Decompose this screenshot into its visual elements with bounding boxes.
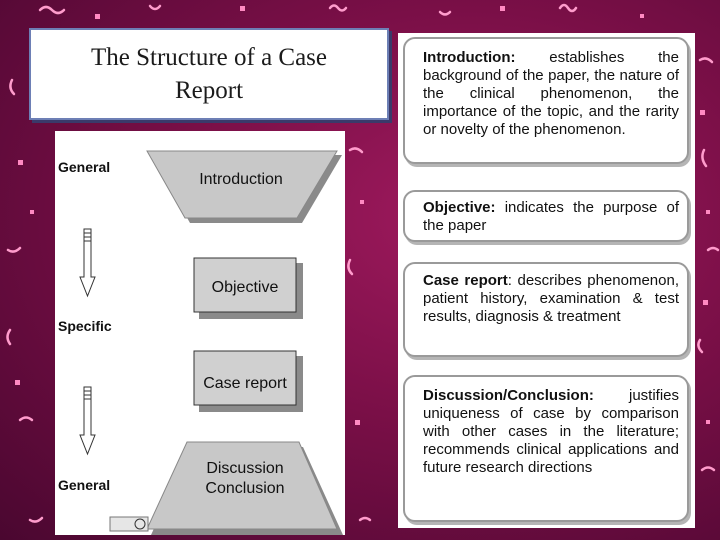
card-objective-term: Objective:: [423, 199, 496, 216]
discussion-shape: [146, 441, 338, 530]
objective-label: Objective: [211, 279, 279, 296]
introduction-shape: [146, 150, 338, 219]
card-discussion-conclusion: Discussion/Conclusion: justifies uniquen…: [403, 375, 689, 522]
card-introduction-body: establishes the background of the paper,…: [423, 49, 679, 138]
card-objective-body: indicates the purpose of the paper: [423, 199, 679, 234]
discussion-label-line1: Discussion: [206, 460, 284, 477]
case-report-shape: [193, 350, 297, 406]
label-specific: Specific: [58, 318, 112, 334]
card-introduction: Introduction: establishes the background…: [403, 37, 689, 164]
card-case-report-body: : describes phenomenon, patient history,…: [423, 272, 679, 325]
card-case-report: Case report: describes phenomenon, patie…: [403, 262, 689, 357]
card-case-report-term: Case report: [423, 272, 508, 289]
objective-shape: [193, 257, 297, 313]
slide-title: The Structure of a Case Report: [90, 44, 328, 104]
introduction-label: Introduction: [199, 171, 283, 188]
card-introduction-term: Introduction:: [423, 49, 516, 66]
case-report-label: Case report: [203, 375, 287, 392]
description-panel: Introduction: establishes the background…: [398, 33, 695, 528]
discussion-label-line2: Conclusion: [205, 480, 285, 497]
arrow-down-top: [79, 228, 96, 298]
card-discussion-term: Discussion/Conclusion:: [423, 387, 594, 404]
label-general-bottom: General: [58, 477, 111, 493]
slide-title-box: The Structure of a Case Report: [29, 28, 389, 120]
footer-logo: [109, 516, 149, 532]
diagram-shapes: [79, 150, 343, 535]
card-objective: Objective: indicates the purpose of the …: [403, 190, 689, 242]
card-discussion-body: justifies uniqueness of case by comparis…: [423, 387, 679, 476]
structure-diagram: General Specific General Introduction Ob…: [55, 131, 345, 535]
arrow-down-bottom: [79, 386, 96, 456]
label-general-top: General: [58, 159, 111, 175]
